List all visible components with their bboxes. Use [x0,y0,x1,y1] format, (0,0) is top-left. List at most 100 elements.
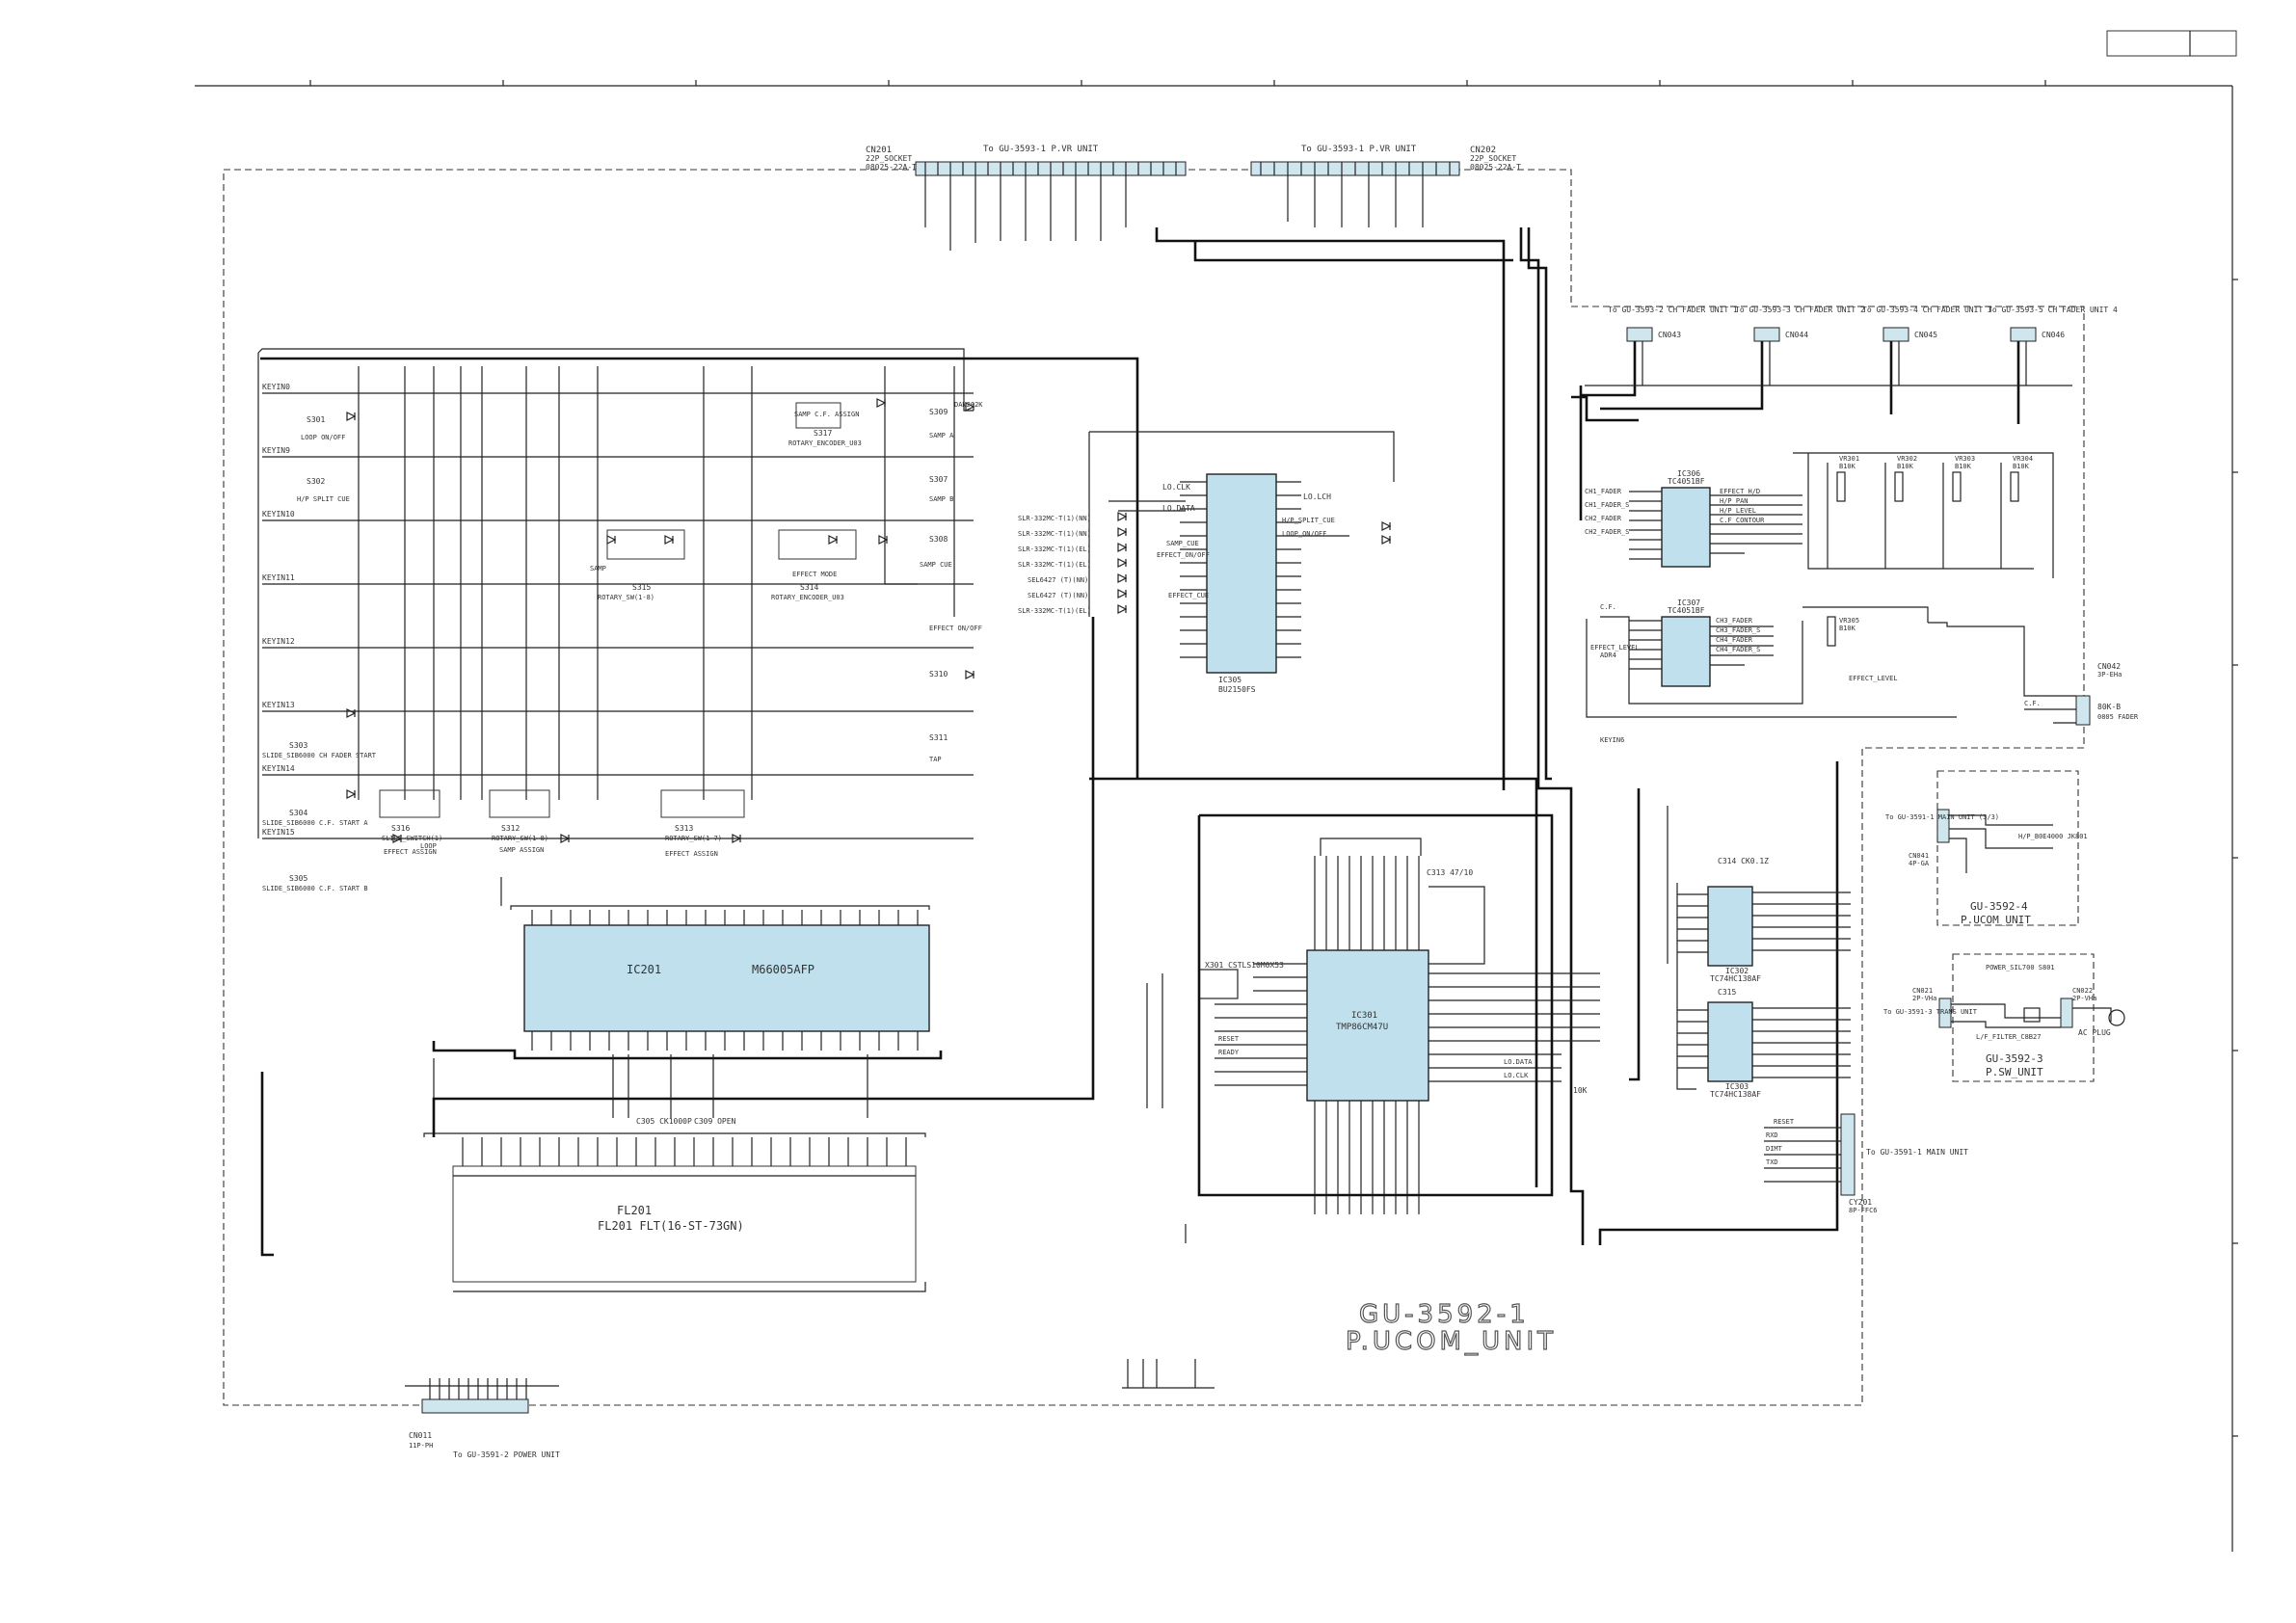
fl201-ref: FL201 [617,1204,652,1217]
cn202-part: 08025-22A-T [1470,163,1521,172]
switch-s309-ref: S309 [929,408,948,416]
vr301-ref: VR301 [1839,455,1859,463]
key-label-7: KEYIN15 [262,828,295,837]
sub-unit-3: To GU-3591-3 TRANS UNIT CN021 2P-VHa CN0… [1883,953,2125,1082]
cn042-ref: CN042 [2097,662,2121,671]
cn046-ref: CN046 [2042,331,2065,339]
diode-symbols [346,398,975,843]
cn022-type: 2P-VHa [2072,995,2096,1002]
rotary-s312 [379,789,441,818]
net-txd: TXD [1766,1158,1778,1166]
net-effect-onoff: EFFECT_ON/OFF [1157,551,1210,559]
net-hp-split: H/P_SPLIT_CUE [1282,517,1335,524]
ic303-part: TC74HC138AF [1710,1090,1761,1099]
decoder-block: C314 CK0.1Z IC302 TC74HC138AF C315 IC303… [1667,806,1851,1099]
assign-label-5: EFFECT MODE [792,571,837,578]
cn043-ref: CN043 [1658,331,1681,339]
c315-label: C315 [1718,988,1736,997]
key-label-0: KEYIN0 [262,383,290,391]
sub-unit-4-sub: P.UCOM_UNIT [1961,914,2031,926]
switch-s316-label: ROTARY_ENCODER_U03 [788,439,862,447]
switch-s313-ref: S312 [501,824,520,833]
net-cf-2: C.F. [2024,700,2041,707]
cy201-ref: CY201 [1849,1198,1872,1207]
board-sub: P.UCOM_UNIT [1346,1327,1557,1356]
ch-fader-label-0: CH1_FADER [1585,488,1622,495]
diode-part: DAN202K [954,401,983,409]
switch-s317-label: ROTARY_ENCODER_U03 [771,594,844,601]
x301-label: X301 CSTLS10M0X53 [1205,961,1284,970]
net-cf-contour: C.F_CONTOUR [1720,517,1765,524]
led-label-1: SLR-332MC-T(1)(NN) [1018,530,1091,538]
cn041-type: 4P-GA [1909,860,1930,867]
cn201-ref: CN201 [866,146,892,155]
switch-s303-label: SLIDE_SIB6000 CH FADER START [262,752,377,759]
slide-switch-s316 [795,402,841,429]
switch-s302-label: H/P SPLIT CUE [297,495,350,503]
net-lo-clk-2: LO.CLK [1504,1072,1529,1079]
assign-label-6: SAMP C.F. ASSIGN [794,411,859,418]
mux-block: IC306 TC4051BF IC307 TC4051BF CH1_FADER … [1585,469,2041,744]
ic303-ref: IC303 [1725,1082,1749,1091]
ic201-ref: IC201 [627,963,661,976]
net-lo-data: LO.DATA [1162,504,1195,513]
ic306-ref: IC306 [1677,469,1700,478]
mcu-bus-loop [432,617,1839,1245]
sub-unit-4: To GU-3591-1 MAIN UNIT (3/3) CN041 4P-GA… [1885,770,2088,926]
switch-s314-label: ROTARY_SW(1-8) [598,594,654,601]
zone-ticks [309,80,2238,1437]
connector-cn011: CN011 11P-PH To GU-3591-2 POWER UNIT [405,1378,560,1459]
led-label-6: SLR-332MC-T(1)(EL) [1018,607,1091,615]
vr303-ref: VR303 [1955,455,1975,463]
sub-unit-3-part: POWER_SIL700 S801 [1986,964,2055,971]
switch-s315-label: ROTARY_SW(1-7) [665,835,722,842]
ic201-bus [432,1041,943,1060]
assign-label-3: EFFECT ASSIGN [665,850,718,858]
vr-pots: VR301 B10K VR302 B10K VR303 B10K VR304 B… [1793,452,2054,647]
key-label-3: KEYIN11 [262,573,295,582]
title-block [2106,30,2237,57]
net-adr4: ADR4 [1600,652,1616,659]
switch-s309-label: SAMP A [929,432,954,439]
switch-s312-ref: S316 [391,824,410,833]
net-hp-pan: H/P_PAN [1720,497,1749,505]
led-label-4: SEL6427 (T)(NN) [1028,576,1088,584]
ch-fader-label-2: CH2_FADER [1585,515,1622,522]
led-label-2: SLR-332MC-T(1)(EL) [1018,545,1091,553]
encoder-s317 [778,529,857,560]
cn046-dest: To GU-3593-5 CH FADER UNIT 4 [1988,306,2118,314]
switch-s308-ref: S308 [929,535,948,544]
cn044-ref: CN044 [1785,331,1808,339]
net-keyin6: KEYIN6 [1600,736,1624,744]
rotary-s315 [660,789,745,818]
sub-unit-4-part: H/P_B0E4000 JK801 [2018,833,2088,840]
bottom-passives [612,1054,1215,1389]
net-effect-cue: EFFECT_CUE [1168,592,1209,599]
switch-s302-ref: S302 [307,477,325,486]
cn021-ref: CN021 [1912,987,1933,995]
ic305-ref: IC305 [1218,676,1241,684]
cn045-dest: To GU-3593-4 CH FADER UNIT 3 [1862,306,1992,314]
switch-s316-ref: S317 [814,429,832,438]
ic301-block: IC301 TMP86CM47U X301 CSTLS10M0X53 C313 … [1146,838,1600,1214]
switch-s311-ref: S311 [929,733,948,742]
cn011-ref: CN011 [409,1431,432,1440]
cn202-dest: To GU-3593-1 P.VR UNIT [1301,145,1417,154]
connector-cn202: CN202 22P_SOCKET 08025-22A-T To GU-3593-… [1250,145,1521,227]
cn011-dest: To GU-3591-2 POWER UNIT [453,1450,560,1459]
c309-label: C309 OPEN [694,1117,736,1126]
led-label-3: SLR-332MC-T(1)(EL) [1018,561,1091,569]
led-column [1117,512,1392,614]
key-label-4: KEYIN12 [262,637,295,646]
encoder-s314 [606,529,685,560]
net-ready: READY [1218,1049,1240,1056]
ic302-ref: IC302 [1725,967,1749,975]
switch-s317-ref: S314 [800,583,818,592]
assign-label-0: EFFECT ASSIGN [384,848,437,856]
net-effect-level-2: EFFECT_LEVEL [1849,675,1898,682]
switch-s304-ref: S304 [289,809,307,817]
ic305-part: BU2150FS [1218,685,1256,694]
sub-unit-3-ac: AC PLUG [2078,1028,2111,1037]
resistor-10k: 10K [1573,1086,1588,1095]
